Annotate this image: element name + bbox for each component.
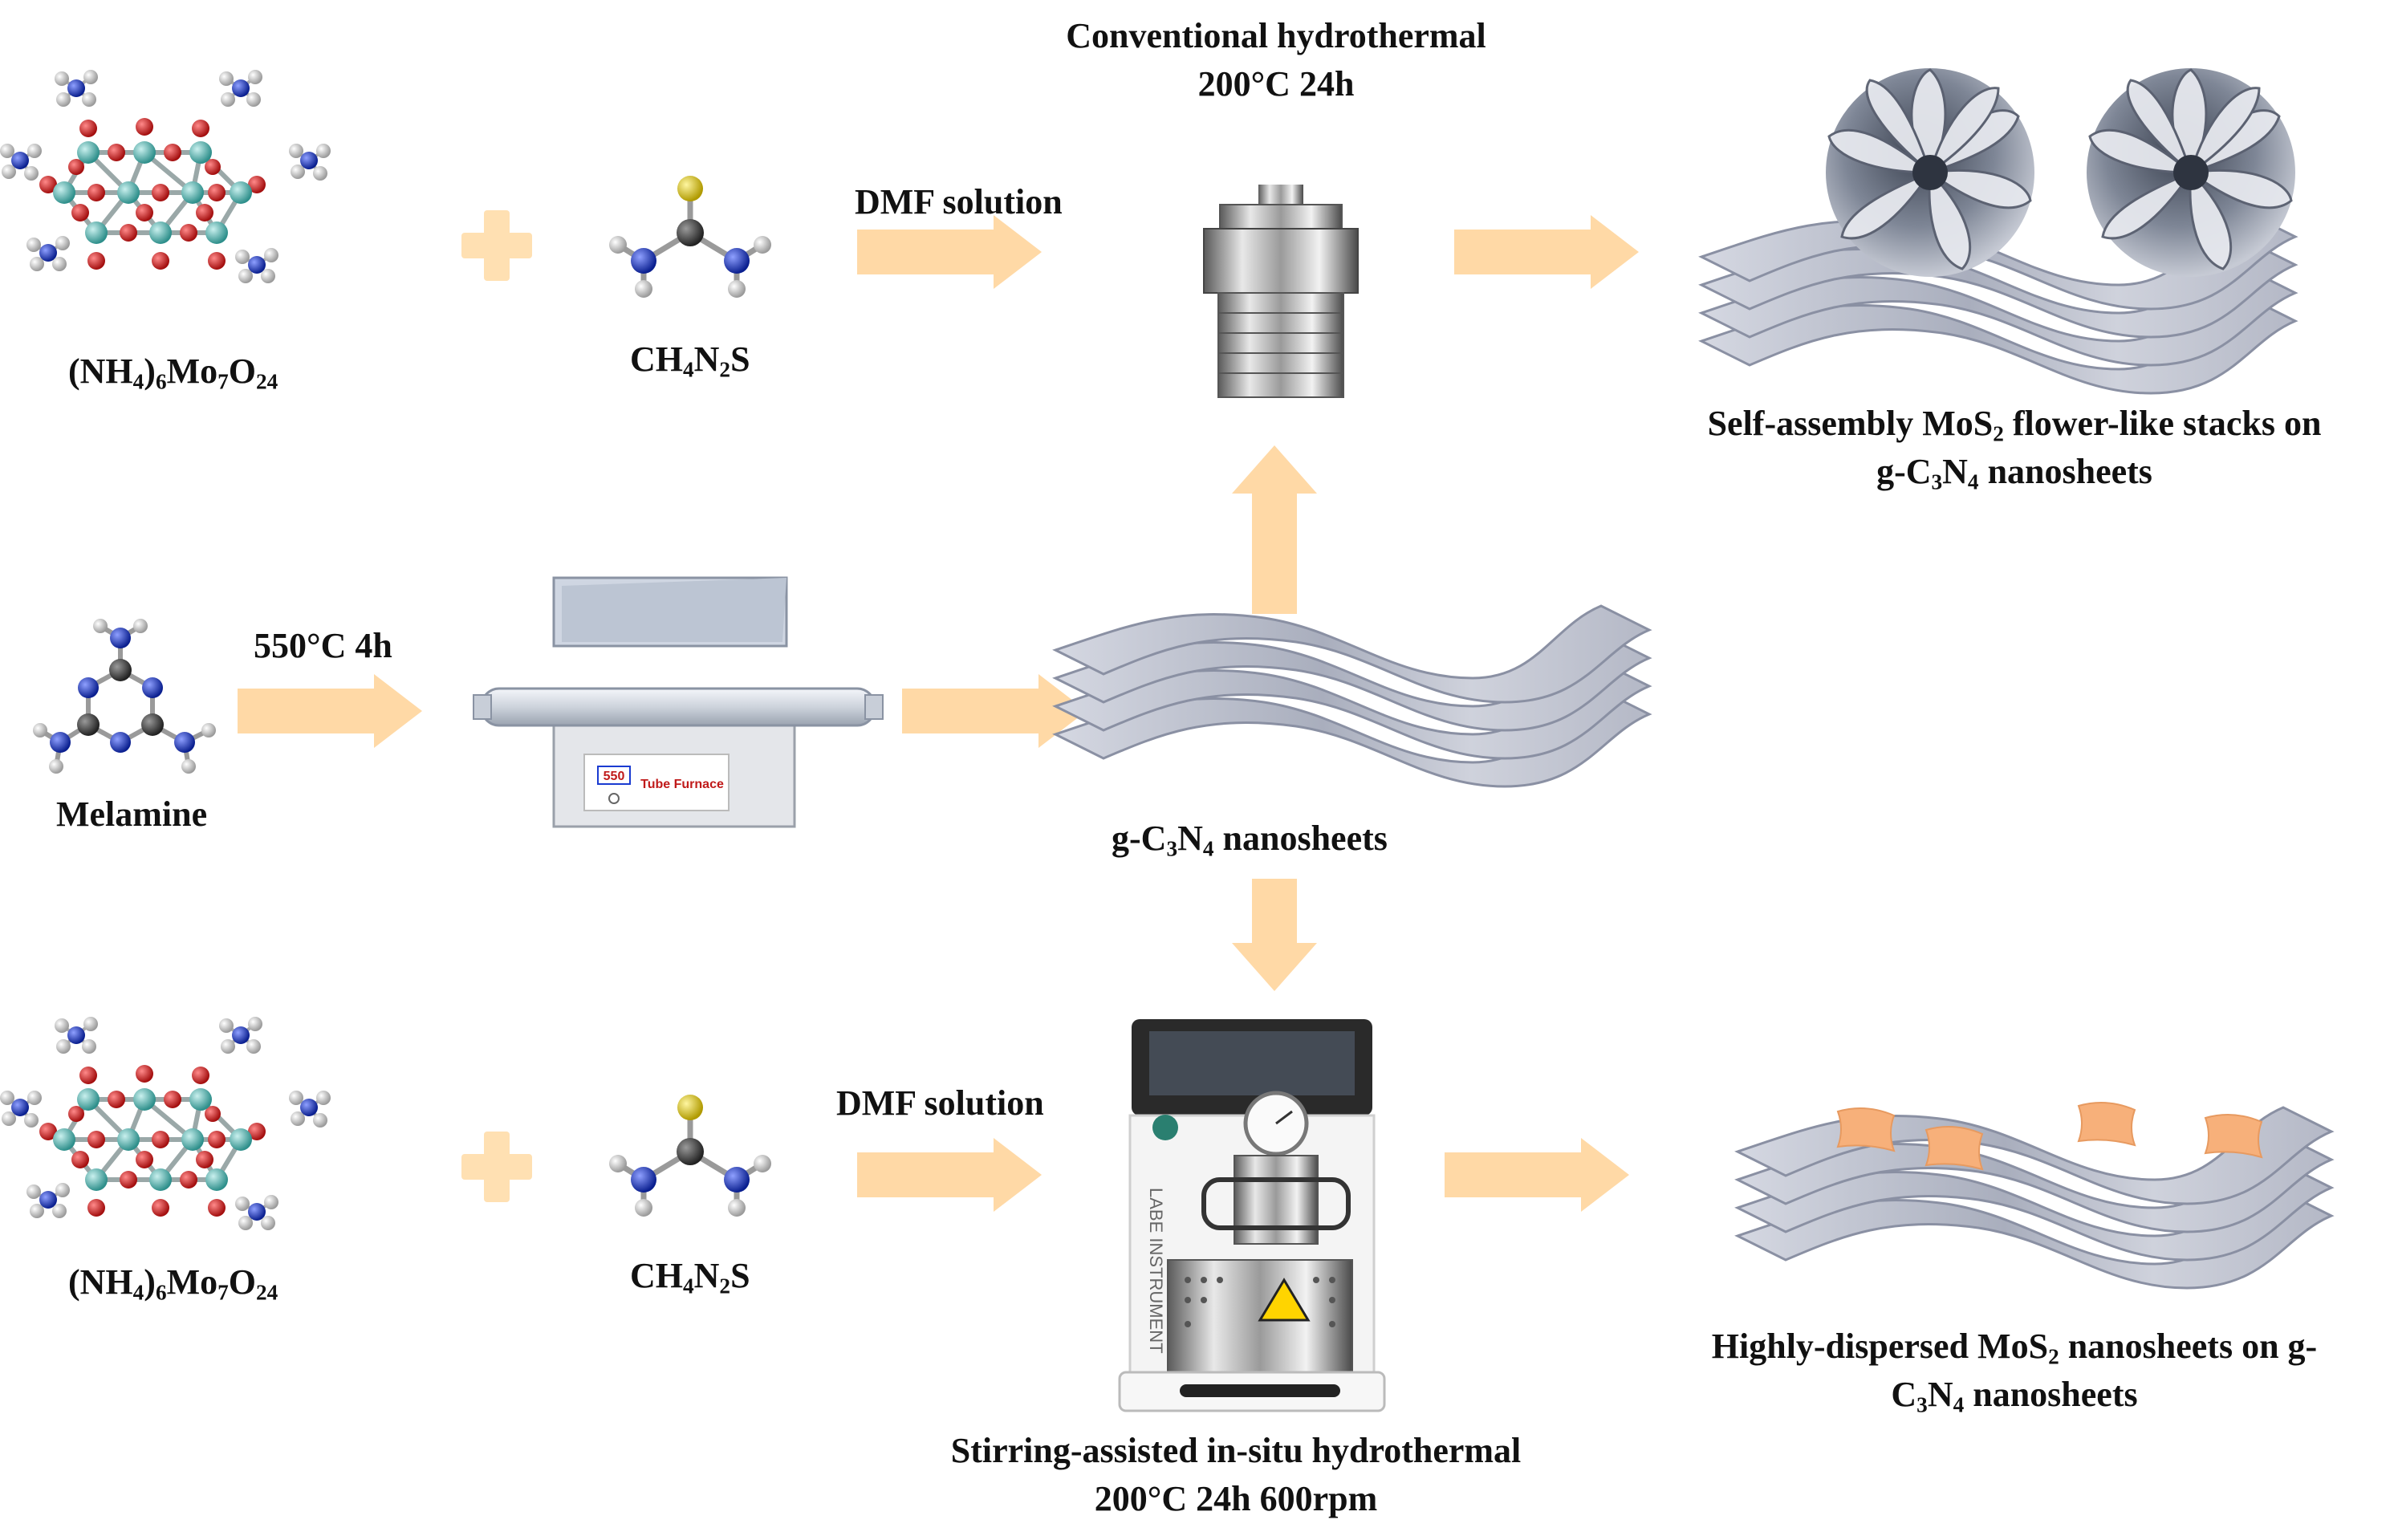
arrow-down-to-reactor — [1232, 879, 1317, 991]
calcination-label: 550°C 4h — [254, 626, 392, 665]
gcn-nanosheets-icon — [1054, 604, 1651, 788]
melamine-label: Melamine — [56, 794, 208, 834]
stirring-label-line1: Stirring-assisted in-situ hydrothermal — [950, 1431, 1522, 1470]
gcn-nanosheets-label: g-C3N4 nanosheets — [1112, 819, 1388, 861]
arrow-to-flower-product — [1454, 215, 1639, 289]
formula-thiourea-top: CH4N2S — [630, 339, 750, 382]
formula-thiourea-bottom: CH4N2S — [630, 1256, 750, 1298]
arrow-up-to-autoclave — [1232, 445, 1317, 614]
mos2-nanosheet-patches — [1836, 1102, 2263, 1171]
arrow-dmf-bottom — [857, 1138, 1042, 1212]
flower-product-label: Self-assembly MoS2 flower-like stacks on… — [1707, 404, 2322, 494]
stirring-hydrothermal-label: Stirring-assisted in-situ hydrothermal 2… — [851, 1427, 1621, 1523]
mos2-flower-icon-2 — [2085, 67, 2297, 278]
furnace-brand-text: Tube Furnace — [640, 778, 724, 791]
arrow-to-dispersed-product — [1445, 1138, 1629, 1212]
formula-molybdate-bottom: (NH4)6Mo7O24 — [68, 1262, 278, 1305]
arrow-calcination — [238, 674, 422, 748]
plus-icon-top — [461, 210, 532, 281]
plus-icon-bottom — [461, 1132, 532, 1202]
hydrothermal-title-line1: Conventional hydrothermal — [1066, 16, 1486, 55]
mos2-flower-icon-1 — [1824, 67, 2036, 278]
melamine-molecule — [33, 619, 216, 774]
tube-furnace-icon: 550 Tube Furnace — [473, 576, 884, 828]
reactor-brand-text: LABE INSTRUMENT — [1146, 1188, 1166, 1354]
dmf-label-top: DMF solution — [855, 182, 1063, 221]
hydrothermal-title: Conventional hydrothermal 200°C 24h — [939, 12, 1613, 108]
hydrothermal-title-line2: 200°C 24h — [1197, 64, 1355, 104]
ammonium-molybdate-molecule-bottom — [0, 1017, 331, 1230]
stirring-label-line2: 200°C 24h 600rpm — [1094, 1479, 1378, 1518]
ammonium-molybdate-molecule-top — [0, 70, 331, 283]
furnace-display-text: 550 — [604, 770, 625, 783]
thiourea-molecule-bottom — [609, 1095, 771, 1217]
dispersed-product-label: Highly-dispersed MoS2 nanosheets on g- C… — [1711, 1327, 2318, 1417]
dmf-label-bottom: DMF solution — [836, 1083, 1044, 1123]
thiourea-molecule-top — [609, 176, 771, 298]
autoclave-icon — [1203, 185, 1359, 398]
formula-molybdate-top: (NH4)6Mo7O24 — [68, 351, 278, 394]
stirred-reactor-icon: LABE INSTRUMENT — [1118, 1019, 1386, 1412]
